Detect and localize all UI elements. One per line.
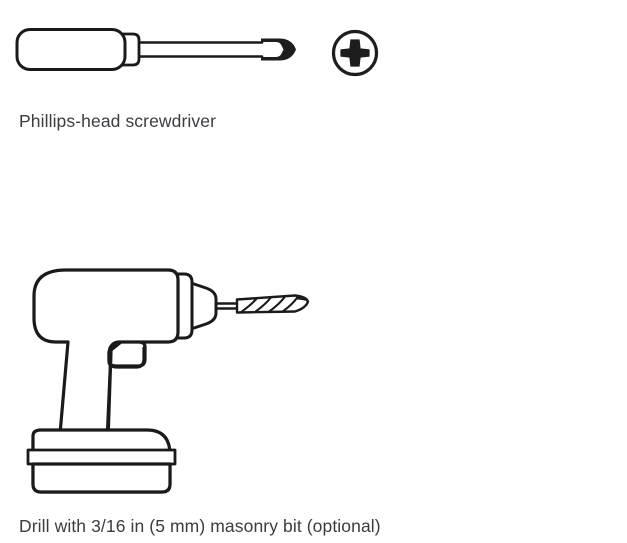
screwdriver-shaft (136, 41, 264, 58)
phillips-head-screwdriver-illustration (8, 14, 308, 94)
screwdriver-handle (15, 28, 127, 71)
masonry-drill-bit (214, 294, 310, 314)
drill-body-and-grip (31, 268, 180, 468)
tool-entry-screwdriver: Phillips-head screwdriver (0, 0, 627, 150)
tool-entry-drill: Drill with 3/16 in (5 mm) masonry bit (o… (0, 240, 627, 543)
drill-battery-lower (31, 462, 172, 494)
drill-trigger-contour (105, 340, 146, 444)
drill-battery-lip (26, 448, 177, 466)
screwdriver-tip (261, 38, 296, 61)
screwdriver-caption-text: Phillips-head screwdriver (19, 111, 217, 131)
drill-drawing (26, 268, 310, 494)
drill-caption-text: Drill with 3/16 in (5 mm) masonry bit (o… (19, 516, 381, 536)
phillips-screw-head-icon (328, 26, 382, 80)
phillips-screw-head-icon-glyph (331, 29, 379, 77)
screwdriver-drawing (15, 28, 296, 71)
drill-chuck (189, 281, 218, 331)
cordless-drill-illustration (8, 256, 328, 501)
icon-cross-glyph (340, 39, 370, 67)
